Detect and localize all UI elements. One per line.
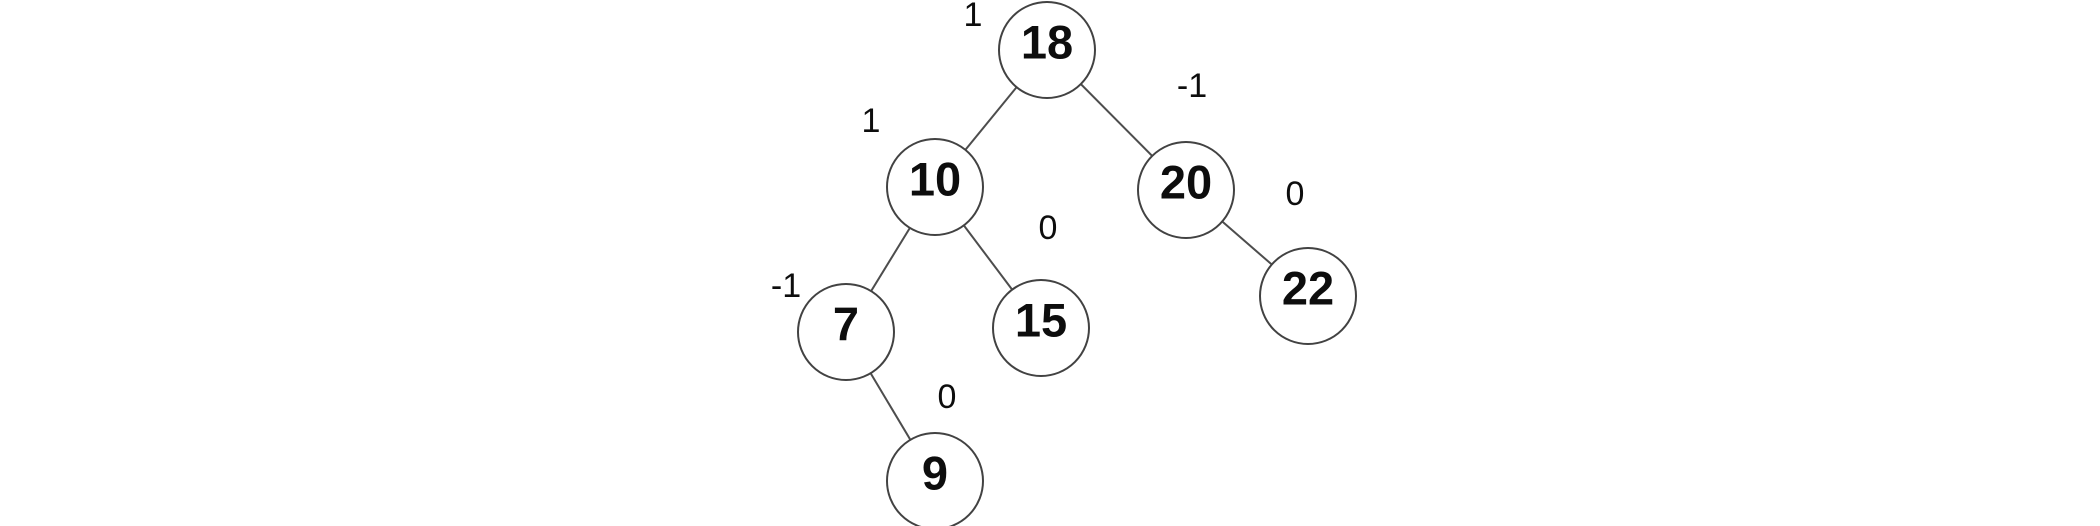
node-value-15: 15 xyxy=(1015,294,1067,347)
tree-node-20: 20 -1 xyxy=(1137,67,1235,239)
node-circle-10 xyxy=(886,138,984,236)
node-circle-18 xyxy=(998,1,1096,99)
tree-node-22: 22 0 xyxy=(1259,175,1357,345)
node-value-7: 7 xyxy=(833,298,859,351)
node-circle-7 xyxy=(797,283,895,381)
tree-node-18: 18 1 xyxy=(964,0,1096,99)
tree-node-10: 10 1 xyxy=(862,102,984,236)
node-value-20: 20 xyxy=(1160,156,1212,209)
node-value-18: 18 xyxy=(1021,16,1073,69)
balance-factor-label-18: 1 xyxy=(964,0,983,34)
node-value-10: 10 xyxy=(909,153,961,206)
node-value-22: 22 xyxy=(1282,262,1334,315)
balance-factor-label-20: -1 xyxy=(1177,67,1207,105)
balance-factor-label-9: 0 xyxy=(938,378,957,416)
tree-node-9: 90 xyxy=(886,378,984,526)
balance-factor-label-10: 1 xyxy=(862,102,881,140)
balance-factor-label-15: 0 xyxy=(1039,209,1058,247)
node-circle-20 xyxy=(1137,141,1235,239)
balance-factor-label-7: -1 xyxy=(771,267,801,305)
node-value-9: 9 xyxy=(922,447,948,500)
balance-factor-label-22: 0 xyxy=(1286,175,1305,213)
tree-node-7: 7 -1 xyxy=(771,267,895,381)
node-circle-15 xyxy=(992,279,1090,377)
tree-node-15: 15 0 xyxy=(992,209,1090,377)
node-circle-22 xyxy=(1259,247,1357,345)
node-circle-9 xyxy=(886,432,984,526)
